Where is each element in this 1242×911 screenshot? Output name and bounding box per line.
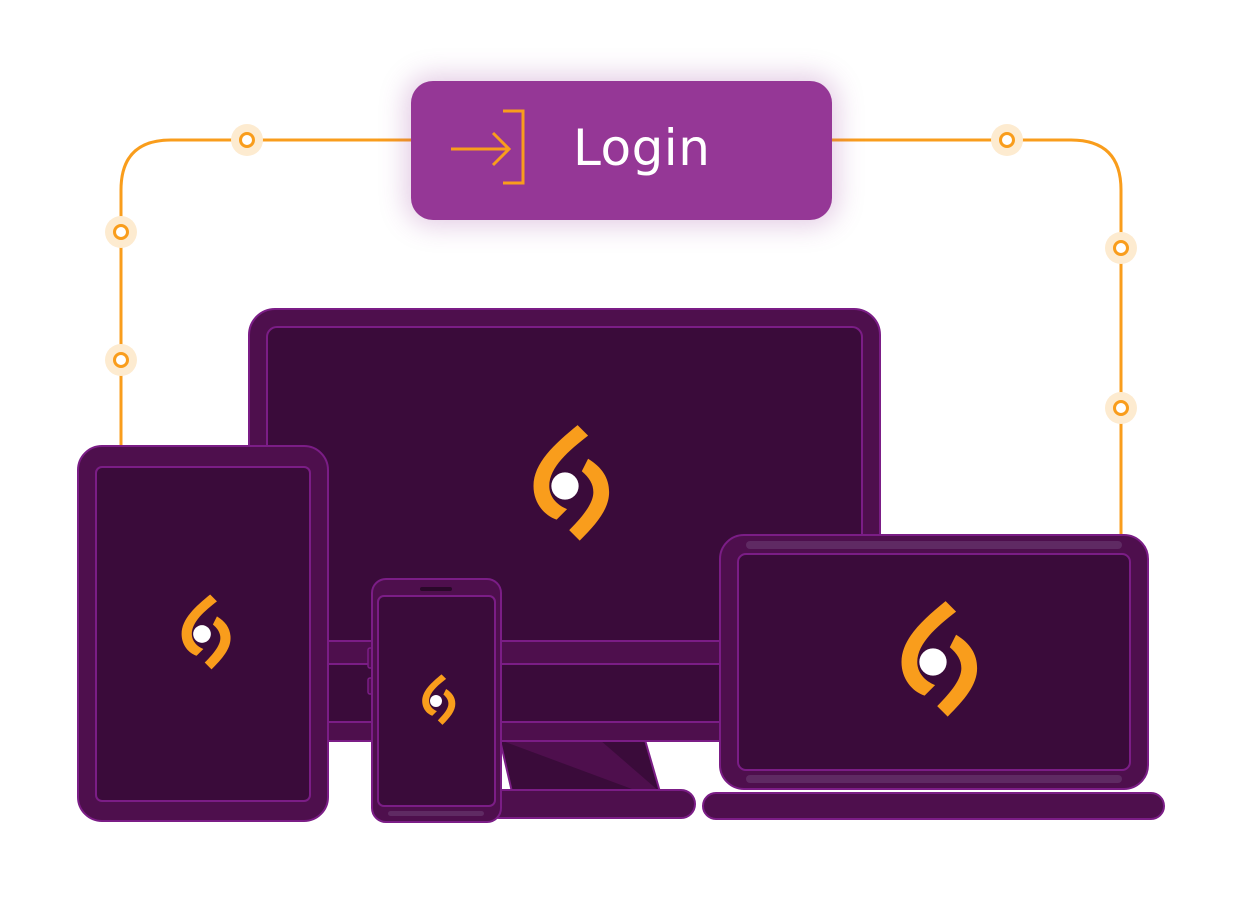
node xyxy=(105,344,137,376)
connector-left xyxy=(119,138,412,446)
laptop-hinge-bottom xyxy=(746,775,1122,783)
tablet xyxy=(77,445,329,822)
node xyxy=(1105,392,1137,424)
node xyxy=(105,216,137,248)
node xyxy=(231,124,263,156)
login-button[interactable]: Login xyxy=(411,81,832,220)
node xyxy=(1105,232,1137,264)
monitor-base xyxy=(484,789,696,819)
laptop-base xyxy=(702,792,1165,820)
login-arrow-icon xyxy=(451,109,525,185)
laptop xyxy=(702,534,1165,820)
phone-home-bar xyxy=(388,811,484,816)
connection-lines xyxy=(119,138,1123,536)
phone-speaker xyxy=(420,587,452,591)
laptop-hinge-top xyxy=(746,541,1122,549)
login-label: Login xyxy=(573,119,711,177)
node xyxy=(991,124,1023,156)
smartphone xyxy=(367,578,502,823)
connector-right xyxy=(831,138,1123,536)
connection-nodes xyxy=(105,124,1137,424)
